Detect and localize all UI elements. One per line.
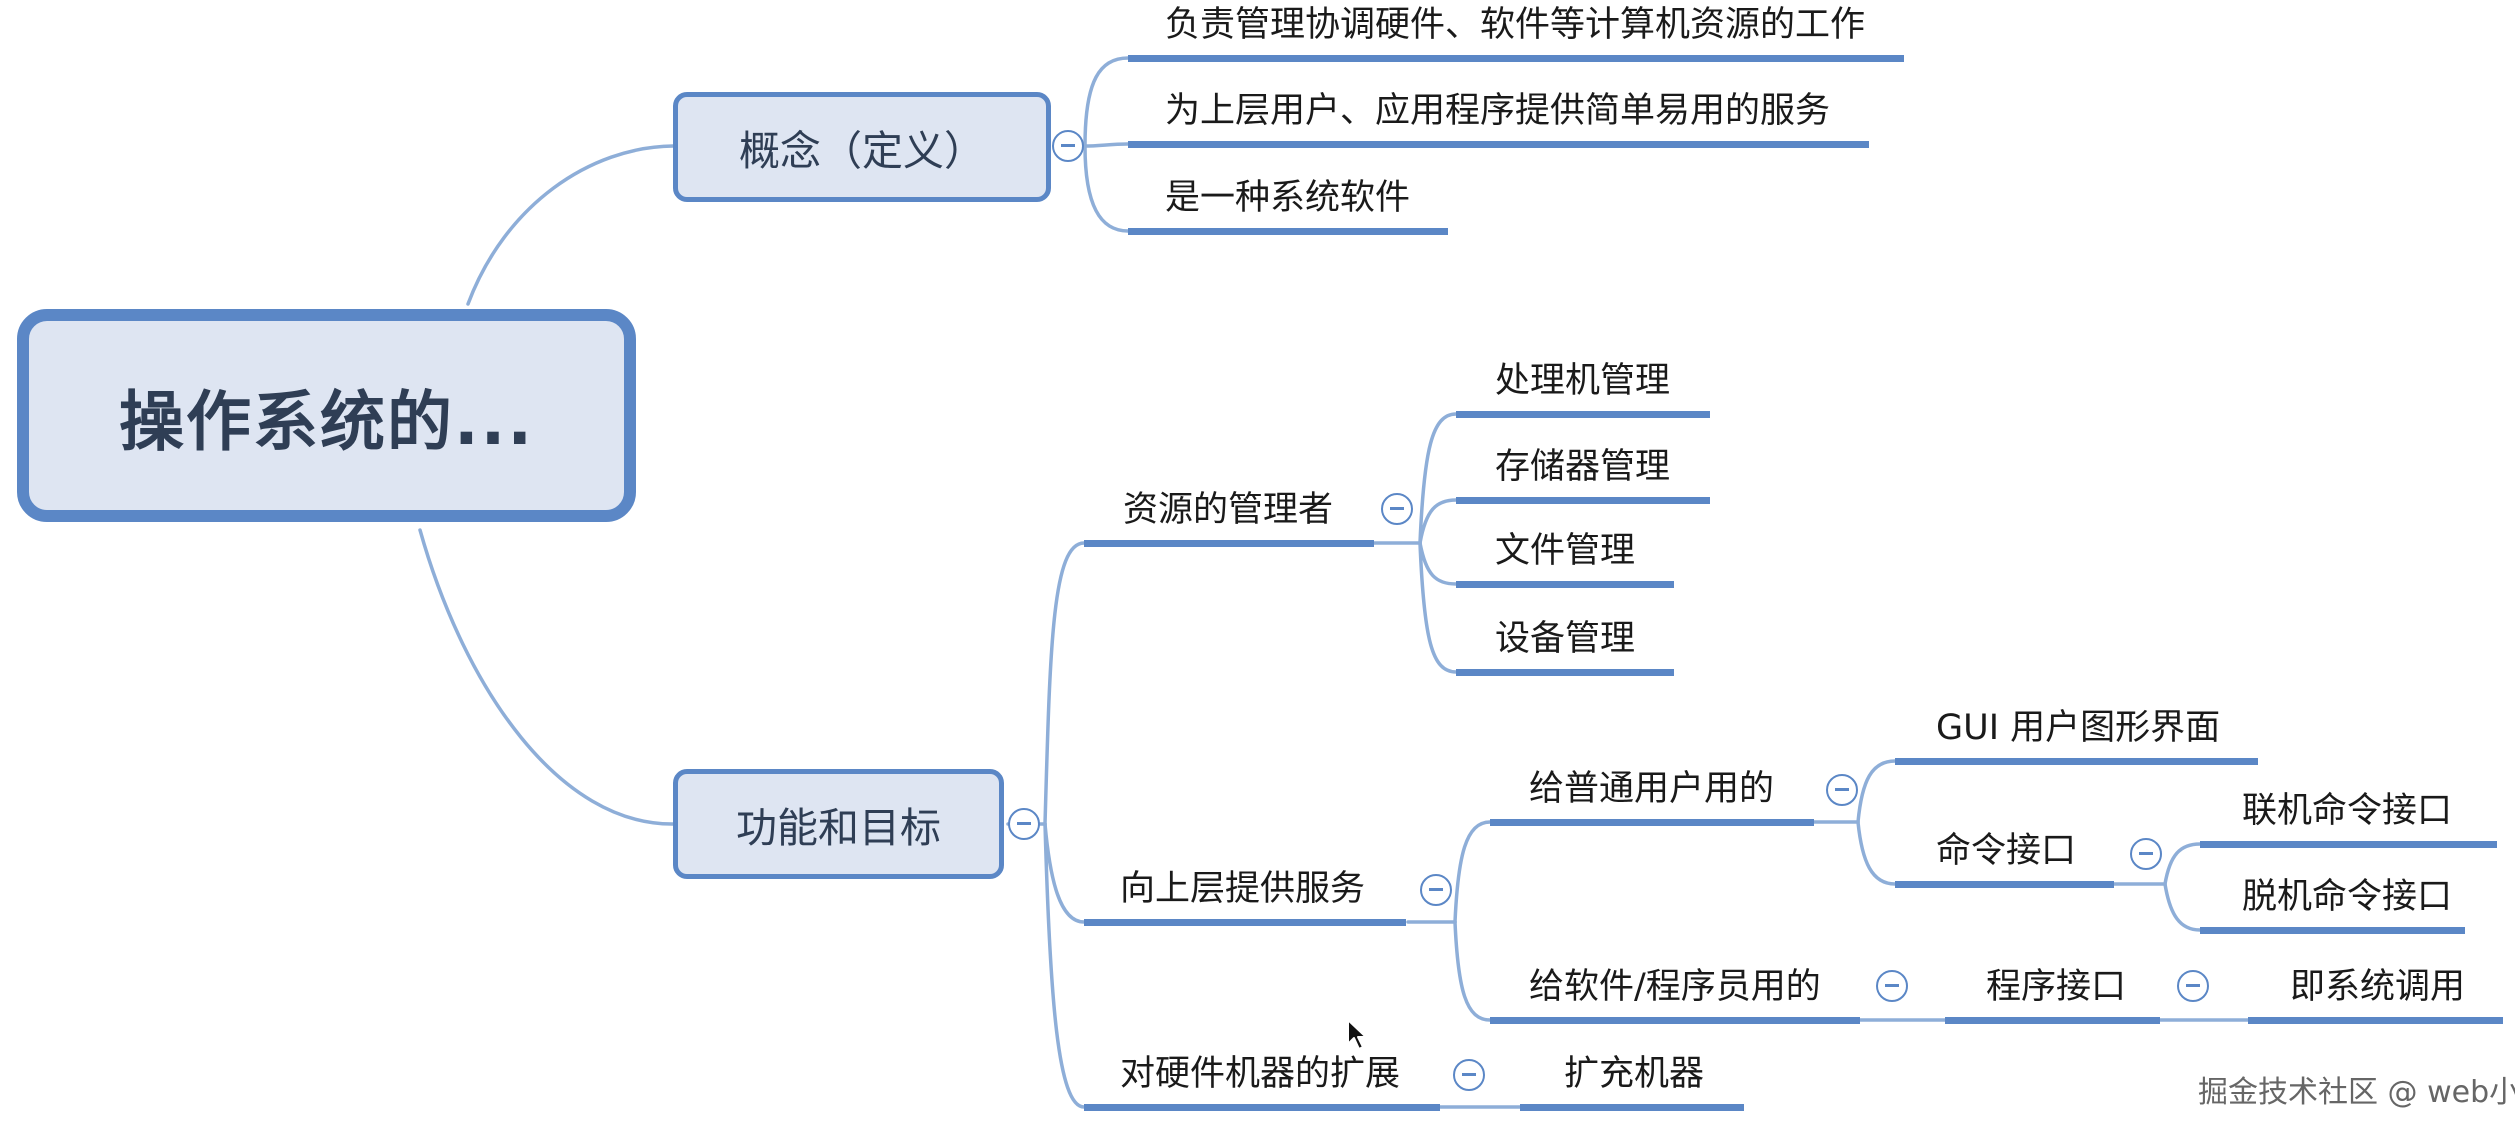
- concept-item-3: 是一种系统软件: [1128, 181, 1448, 235]
- concept-topic[interactable]: 概念（定义）: [673, 92, 1051, 202]
- ordinary-user-node[interactable]: 给普通用户用的: [1490, 772, 1814, 826]
- concept-item-1: 负责管理协调硬件、软件等计算机资源的工作: [1128, 8, 1904, 62]
- extended-machine-node: 扩充机器: [1520, 1057, 1744, 1111]
- resource-item-file: 文件管理: [1456, 534, 1674, 588]
- program-interface-collapse-icon[interactable]: [2177, 970, 2209, 1002]
- gui-node: GUI 用户图形界面: [1895, 711, 2258, 765]
- command-interface-collapse-icon[interactable]: [2130, 838, 2162, 870]
- function-topic[interactable]: 功能和目标: [673, 769, 1004, 879]
- services-node[interactable]: 向上层提供服务: [1084, 872, 1406, 926]
- programmer-node[interactable]: 给软件/程序员用的: [1490, 970, 1860, 1024]
- function-collapse-icon[interactable]: [1008, 808, 1040, 840]
- resource-item-processor: 处理机管理: [1456, 364, 1710, 418]
- ordinary-user-collapse-icon[interactable]: [1826, 774, 1858, 806]
- root-topic[interactable]: 操作系统的...: [17, 309, 636, 522]
- online-command-interface: 联机命令接口: [2200, 794, 2497, 848]
- resource-manager-collapse-icon[interactable]: [1381, 493, 1413, 525]
- system-call-node: 即系统调用: [2248, 970, 2503, 1024]
- concept-item-2: 为上层用户、应用程序提供简单易用的服务: [1128, 94, 1869, 148]
- offline-command-interface: 脱机命令接口: [2200, 880, 2465, 934]
- program-interface-node[interactable]: 程序接口: [1945, 970, 2160, 1024]
- services-collapse-icon[interactable]: [1420, 874, 1452, 906]
- extension-collapse-icon[interactable]: [1453, 1059, 1485, 1091]
- programmer-collapse-icon[interactable]: [1876, 970, 1908, 1002]
- resource-manager-node[interactable]: 资源的管理者: [1084, 493, 1374, 547]
- resource-item-memory: 存储器管理: [1456, 450, 1710, 504]
- command-interface-node[interactable]: 命令接口: [1895, 834, 2114, 888]
- mouse-cursor-icon: [1347, 1019, 1367, 1050]
- concept-collapse-icon[interactable]: [1052, 130, 1084, 162]
- resource-item-device: 设备管理: [1456, 622, 1674, 676]
- extension-node[interactable]: 对硬件机器的扩展: [1084, 1057, 1440, 1111]
- watermark: 掘金技术社区 @ web小张: [2198, 1075, 2515, 1110]
